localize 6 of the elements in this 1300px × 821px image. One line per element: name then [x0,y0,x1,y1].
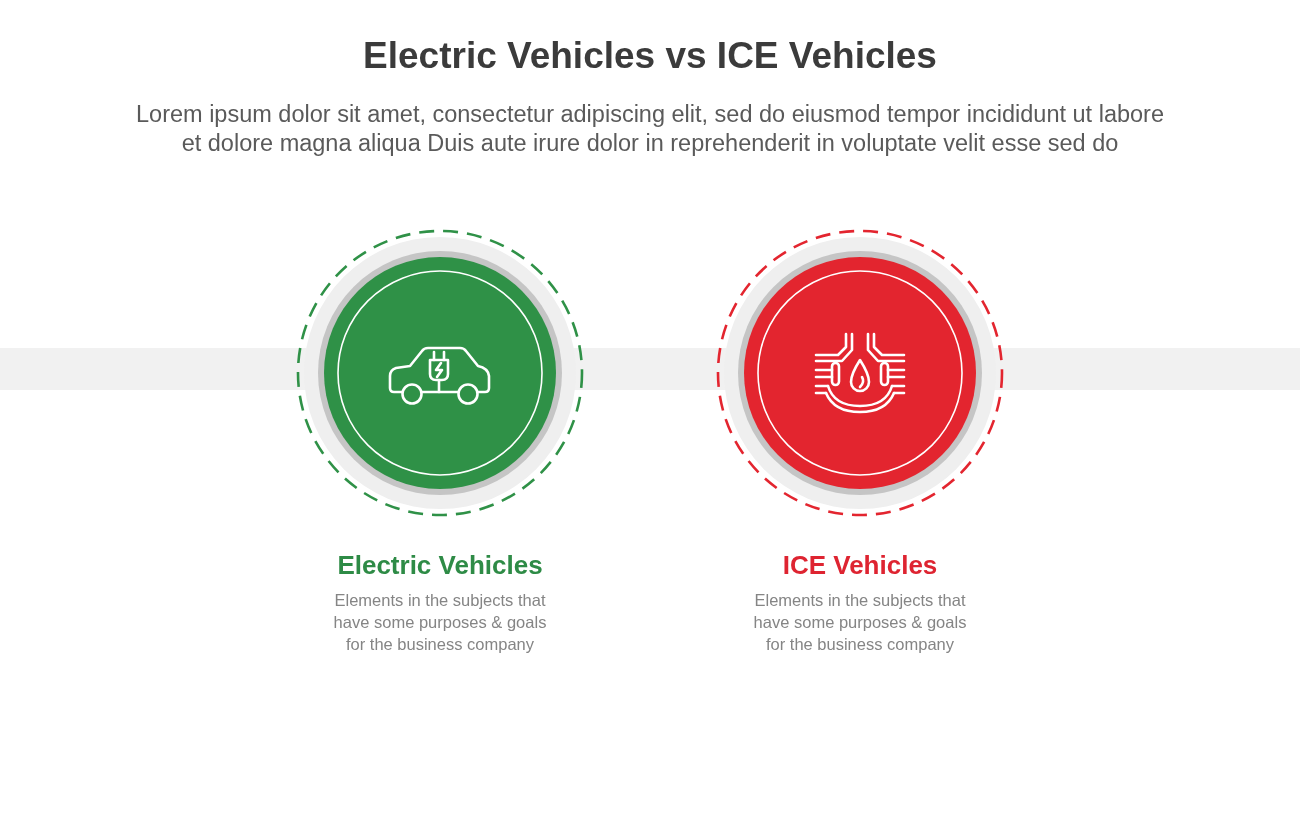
title: Electric Vehicles vs ICE Vehicles [363,35,937,76]
item-description: Elements in the subjects that have some purposes & goals for the business company [753,591,967,653]
item-description: Elements in the subjects that have some purposes & goals for the business company [333,591,547,653]
item-heading: Electric Vehicles [337,550,543,580]
item-heading: ICE Vehicles [782,550,938,580]
subtitle-text: Lorem ipsum dolor sit amet, consectetur adipiscing elit, sed do eiusmod tempor incididunt ut labore et dolore magna aliqua Duis aute irure dolor in reprehenderit in voluptate velit esse sed do [136,101,1164,156]
